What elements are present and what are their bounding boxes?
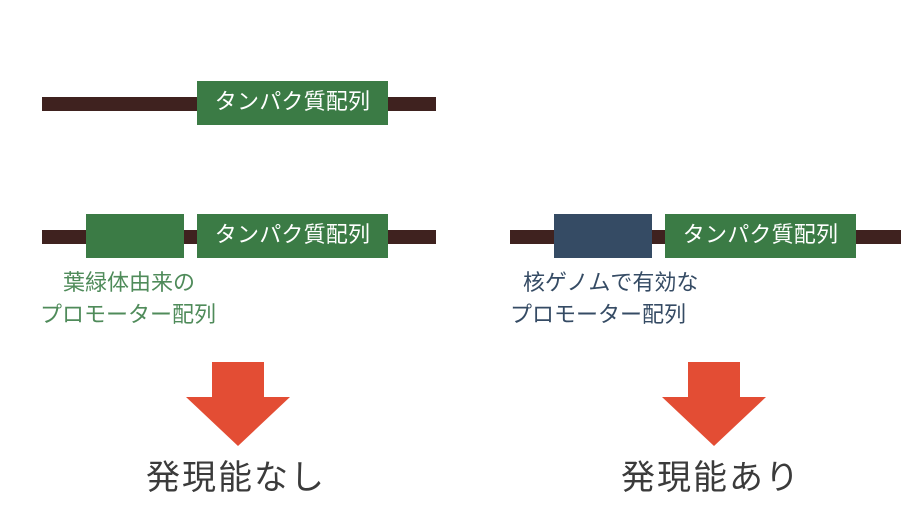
chloroplast-promoter-caption: 葉緑体由来の プロモーター配列 bbox=[40, 268, 216, 331]
nuclear-promoter-caption-line2: プロモーター配列 bbox=[510, 302, 687, 328]
protein-sequence-right-label: タンパク質配列 bbox=[682, 223, 839, 248]
chloroplast-promoter-caption-line2: プロモーター配列 bbox=[40, 302, 217, 328]
protein-sequence-left-label: タンパク質配列 bbox=[214, 223, 371, 248]
protein-sequence-left: タンパク質配列 bbox=[197, 214, 388, 258]
protein-sequence-top: タンパク質配列 bbox=[197, 81, 388, 125]
nuclear-promoter-caption-line1: 核ゲノムで有効な bbox=[523, 271, 699, 296]
expression-result-left: 発現能なし bbox=[146, 458, 326, 498]
expression-result-right: 発現能あり bbox=[621, 458, 801, 498]
down-arrow-icon bbox=[186, 362, 290, 446]
protein-sequence-right: タンパク質配列 bbox=[665, 214, 856, 258]
chloroplast-promoter-caption-line1: 葉緑体由来の bbox=[63, 271, 196, 296]
down-arrow-icon bbox=[662, 362, 766, 446]
nuclear-promoter-box bbox=[554, 214, 652, 258]
nuclear-promoter-caption: 核ゲノムで有効な プロモーター配列 bbox=[510, 268, 698, 331]
chloroplast-promoter-box bbox=[86, 214, 184, 258]
protein-sequence-top-label: タンパク質配列 bbox=[214, 90, 371, 115]
